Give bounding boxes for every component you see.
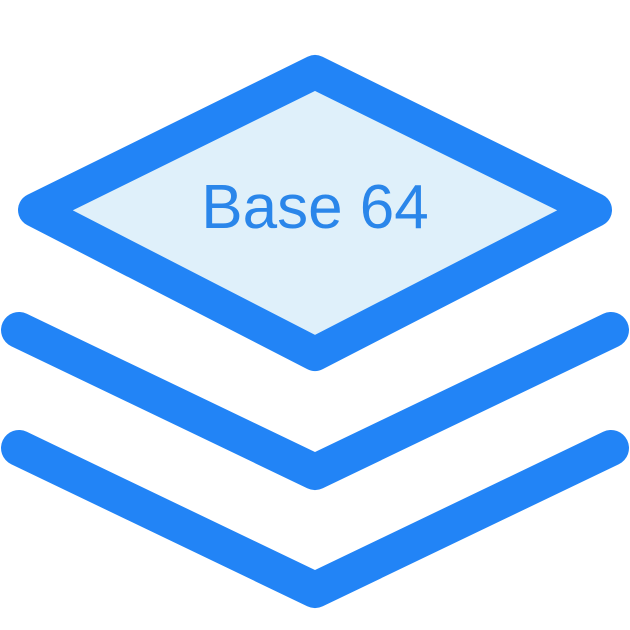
middle-layer-chevron [1,312,629,490]
bottom-layer-chevron [1,430,629,608]
top-layer-diamond [18,55,612,371]
logo-label: Base 64 [201,173,429,242]
